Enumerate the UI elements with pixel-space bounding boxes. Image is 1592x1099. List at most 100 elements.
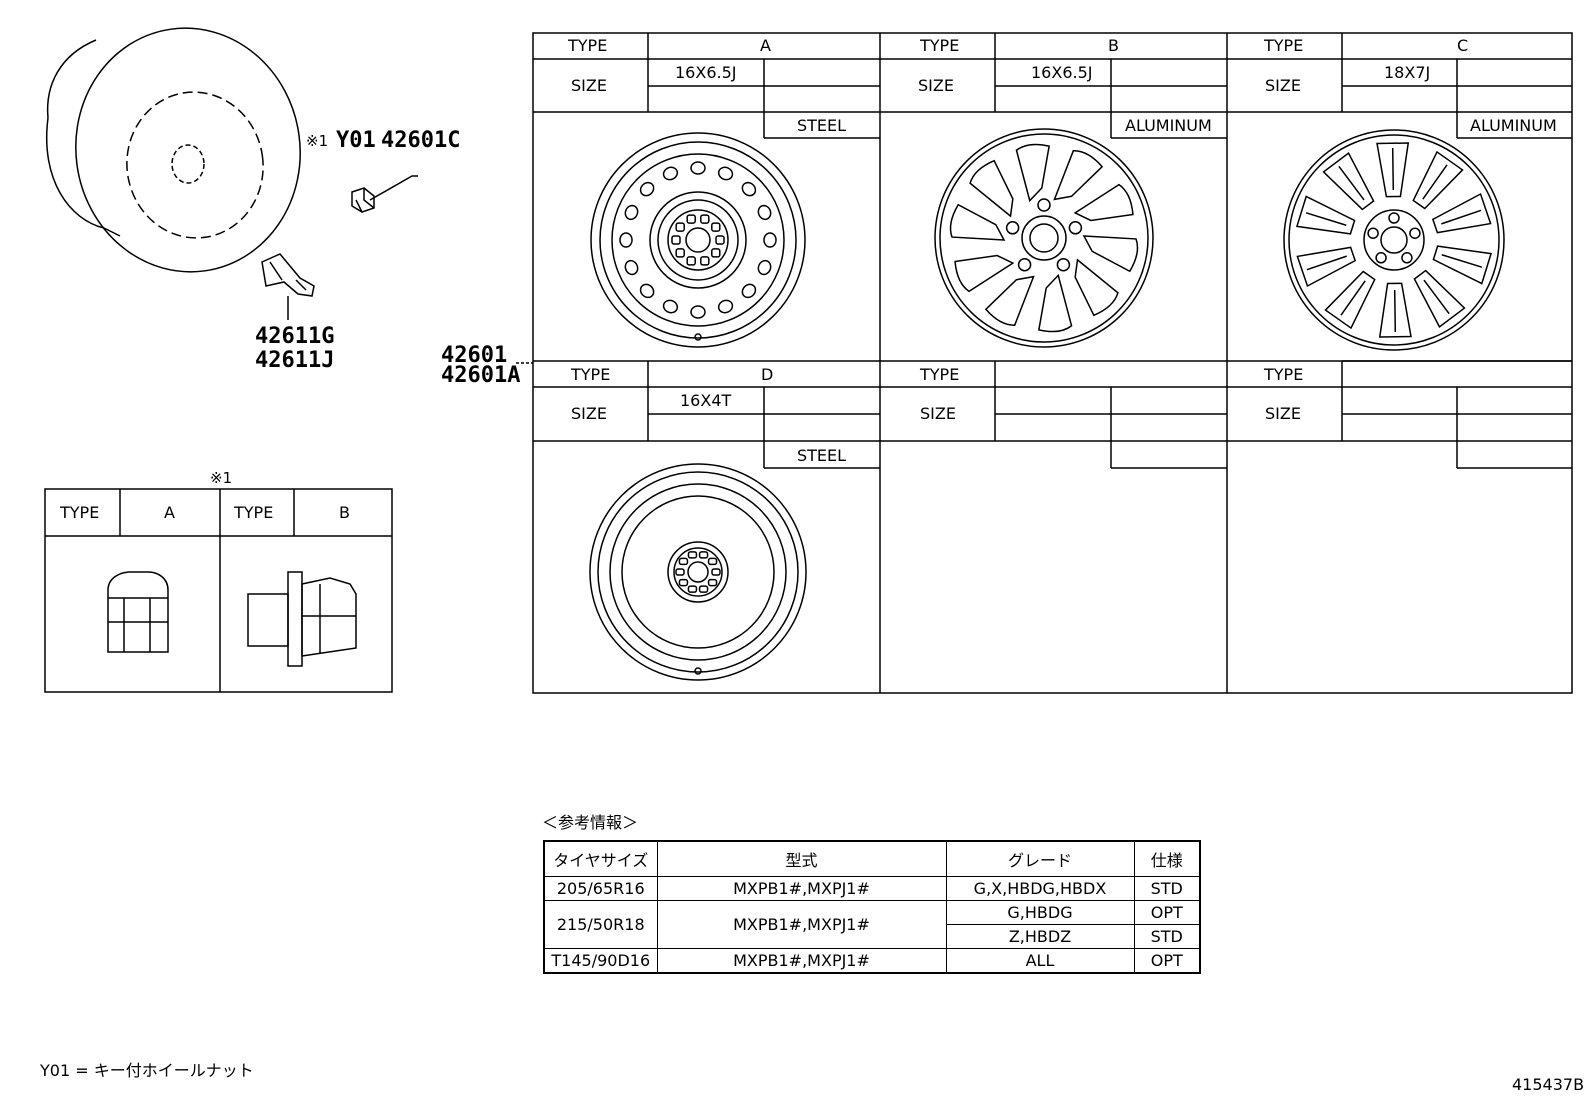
ref-cell-grade: G,X,HBDG,HBDX xyxy=(945,875,1135,901)
spoke-rib xyxy=(1441,254,1483,268)
nut-note-mark: ※1 xyxy=(306,132,329,150)
hub-slot xyxy=(678,557,689,566)
vent-hole xyxy=(690,305,706,319)
wheel-a-material: STEEL xyxy=(797,116,847,135)
spoke-window xyxy=(1295,195,1356,235)
wheel-b-drawing xyxy=(934,128,1154,348)
ref-cell-grade: G,HBDG xyxy=(945,899,1135,925)
spoke-window xyxy=(1322,152,1375,211)
wheel-e-type-label: TYPE xyxy=(920,365,960,384)
ref-header-tire-size: タイヤサイズ xyxy=(543,840,658,877)
hub-slot xyxy=(715,235,725,245)
hub-slot xyxy=(687,585,698,593)
hub-slot xyxy=(707,578,718,587)
vent-hole xyxy=(639,283,655,299)
nut-type-b-label: TYPE xyxy=(234,503,274,522)
vent-hole xyxy=(757,259,772,276)
hub-slot xyxy=(675,248,685,258)
lug-nut-small-drawing xyxy=(351,175,418,213)
spoke-rib xyxy=(1306,255,1347,271)
spoke-window xyxy=(954,254,1015,293)
wheel-e-size-label: SIZE xyxy=(920,404,956,423)
valve-part-number-1: 42611G xyxy=(255,324,335,349)
spoke-window xyxy=(969,159,1014,218)
spoke-window xyxy=(1324,270,1376,330)
vent-hole xyxy=(619,232,633,248)
wheel-part-number-1: 42601 xyxy=(441,343,508,368)
spoke-window xyxy=(1432,245,1493,285)
hub-slot xyxy=(711,248,721,258)
spoke-window xyxy=(949,203,1006,241)
spoke-rib xyxy=(1441,209,1482,225)
wheel-d-size-value: 16X4T xyxy=(680,391,732,410)
valve-part-number-2: 42611J xyxy=(255,348,335,373)
wheel-a-drawing xyxy=(590,132,806,348)
wheel-d-type-label: TYPE xyxy=(571,365,611,384)
lug-hole xyxy=(1375,252,1387,264)
vent-hole xyxy=(717,299,734,314)
ref-cell-size: T145/90D16 xyxy=(543,947,658,973)
ref-cell-spec: OPT xyxy=(1133,947,1201,973)
ref-header-grade: グレード xyxy=(945,840,1135,877)
hub-slot xyxy=(678,578,689,587)
nut-table-frame xyxy=(44,488,393,693)
lug-hole xyxy=(1068,221,1083,235)
nut-type-b-drawing xyxy=(247,571,357,667)
vent-hole xyxy=(763,232,777,248)
ref-header-spec: 仕様 xyxy=(1133,840,1201,877)
wheel-d-type-value: D xyxy=(761,365,774,384)
spoke-window xyxy=(1431,192,1492,234)
wheel-d-drawing xyxy=(589,463,807,681)
spoke-window xyxy=(1413,269,1466,328)
wheel-c-size-label: SIZE xyxy=(1265,76,1301,95)
wheel-a-size-label: SIZE xyxy=(571,76,607,95)
vent-hole xyxy=(717,166,734,181)
spoke-window xyxy=(1074,258,1119,317)
spoke-window xyxy=(1082,235,1139,273)
hub-slot xyxy=(700,214,710,224)
vent-hole xyxy=(690,161,706,175)
ref-cell-grade: Z,HBDZ xyxy=(945,923,1135,949)
wheel-f-size-label: SIZE xyxy=(1265,404,1301,423)
ref-cell-spec: OPT xyxy=(1133,899,1201,925)
nut-type-b-value: B xyxy=(339,503,350,522)
valve-hole xyxy=(694,333,702,341)
wheel-f-type-label: TYPE xyxy=(1264,365,1304,384)
lug-hole xyxy=(1005,221,1020,235)
nut-type-a-drawing xyxy=(107,571,169,653)
spoke-rib xyxy=(1338,165,1365,201)
hub-slot xyxy=(711,568,721,576)
vent-hole xyxy=(624,259,639,276)
ref-cell-size: 215/50R18 xyxy=(543,899,658,949)
spoke-window xyxy=(1378,282,1412,338)
spoke-rib xyxy=(1305,212,1347,226)
vent-hole xyxy=(639,181,655,197)
spoke-window xyxy=(1073,183,1134,222)
nut-type-a-value: A xyxy=(164,503,175,522)
hub-slot xyxy=(686,214,696,224)
hub-slot xyxy=(711,222,721,232)
table-row: T145/90D16 MXPB1#,MXPJ1# ALL OPT xyxy=(543,947,1201,973)
figure-id: 415437B xyxy=(1512,1075,1585,1094)
spoke-rib xyxy=(1423,279,1450,315)
vent-hole xyxy=(757,204,772,221)
lug-hole xyxy=(1017,257,1032,272)
hub-slot xyxy=(671,235,681,245)
spoke-window xyxy=(1015,143,1050,203)
spoke-window xyxy=(1412,150,1464,210)
wheel-b-size-value: 16X6.5J xyxy=(1031,63,1093,82)
hub-slot xyxy=(698,551,709,559)
hub-slot xyxy=(675,568,685,576)
vent-hole xyxy=(662,166,679,181)
tire-drawing xyxy=(46,27,301,273)
wheel-d-size-label: SIZE xyxy=(571,404,607,423)
ref-header-model: 型式 xyxy=(656,840,947,877)
nut-part-number: 42601C xyxy=(381,128,461,153)
valve-drawing xyxy=(261,253,315,320)
wheel-b-type-value: B xyxy=(1108,36,1119,55)
wheel-c-type-label: TYPE xyxy=(1264,36,1304,55)
hub-slot xyxy=(687,551,698,559)
spoke-rib xyxy=(1391,147,1395,191)
vent-hole xyxy=(624,204,639,221)
hub-slot xyxy=(698,585,709,593)
